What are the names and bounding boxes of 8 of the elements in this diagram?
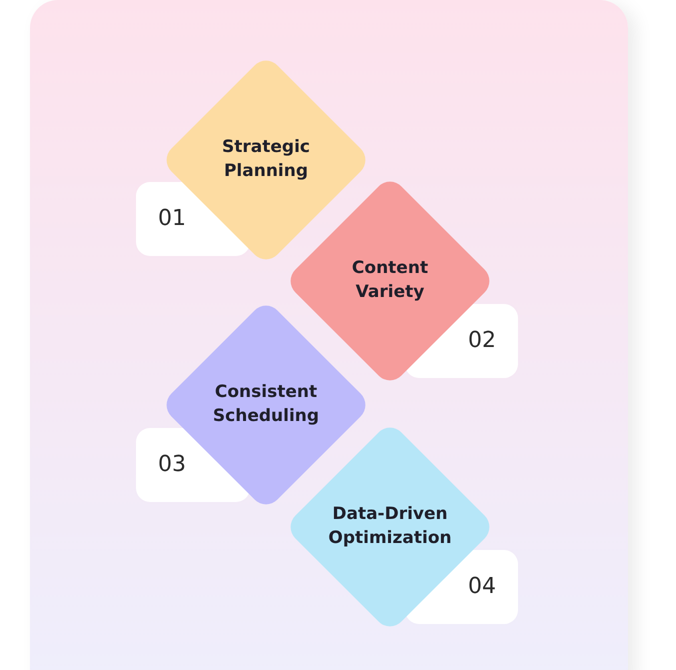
step-number: 04	[468, 574, 496, 599]
step-number: 02	[468, 328, 496, 353]
step-title: Content Variety	[350, 257, 430, 304]
step-title: Consistent Scheduling	[212, 381, 320, 428]
step-title: Data-Driven Optimization	[327, 503, 453, 550]
step-number: 03	[158, 452, 186, 477]
step-number: 01	[158, 206, 186, 231]
step-title: Strategic Planning	[221, 136, 311, 183]
